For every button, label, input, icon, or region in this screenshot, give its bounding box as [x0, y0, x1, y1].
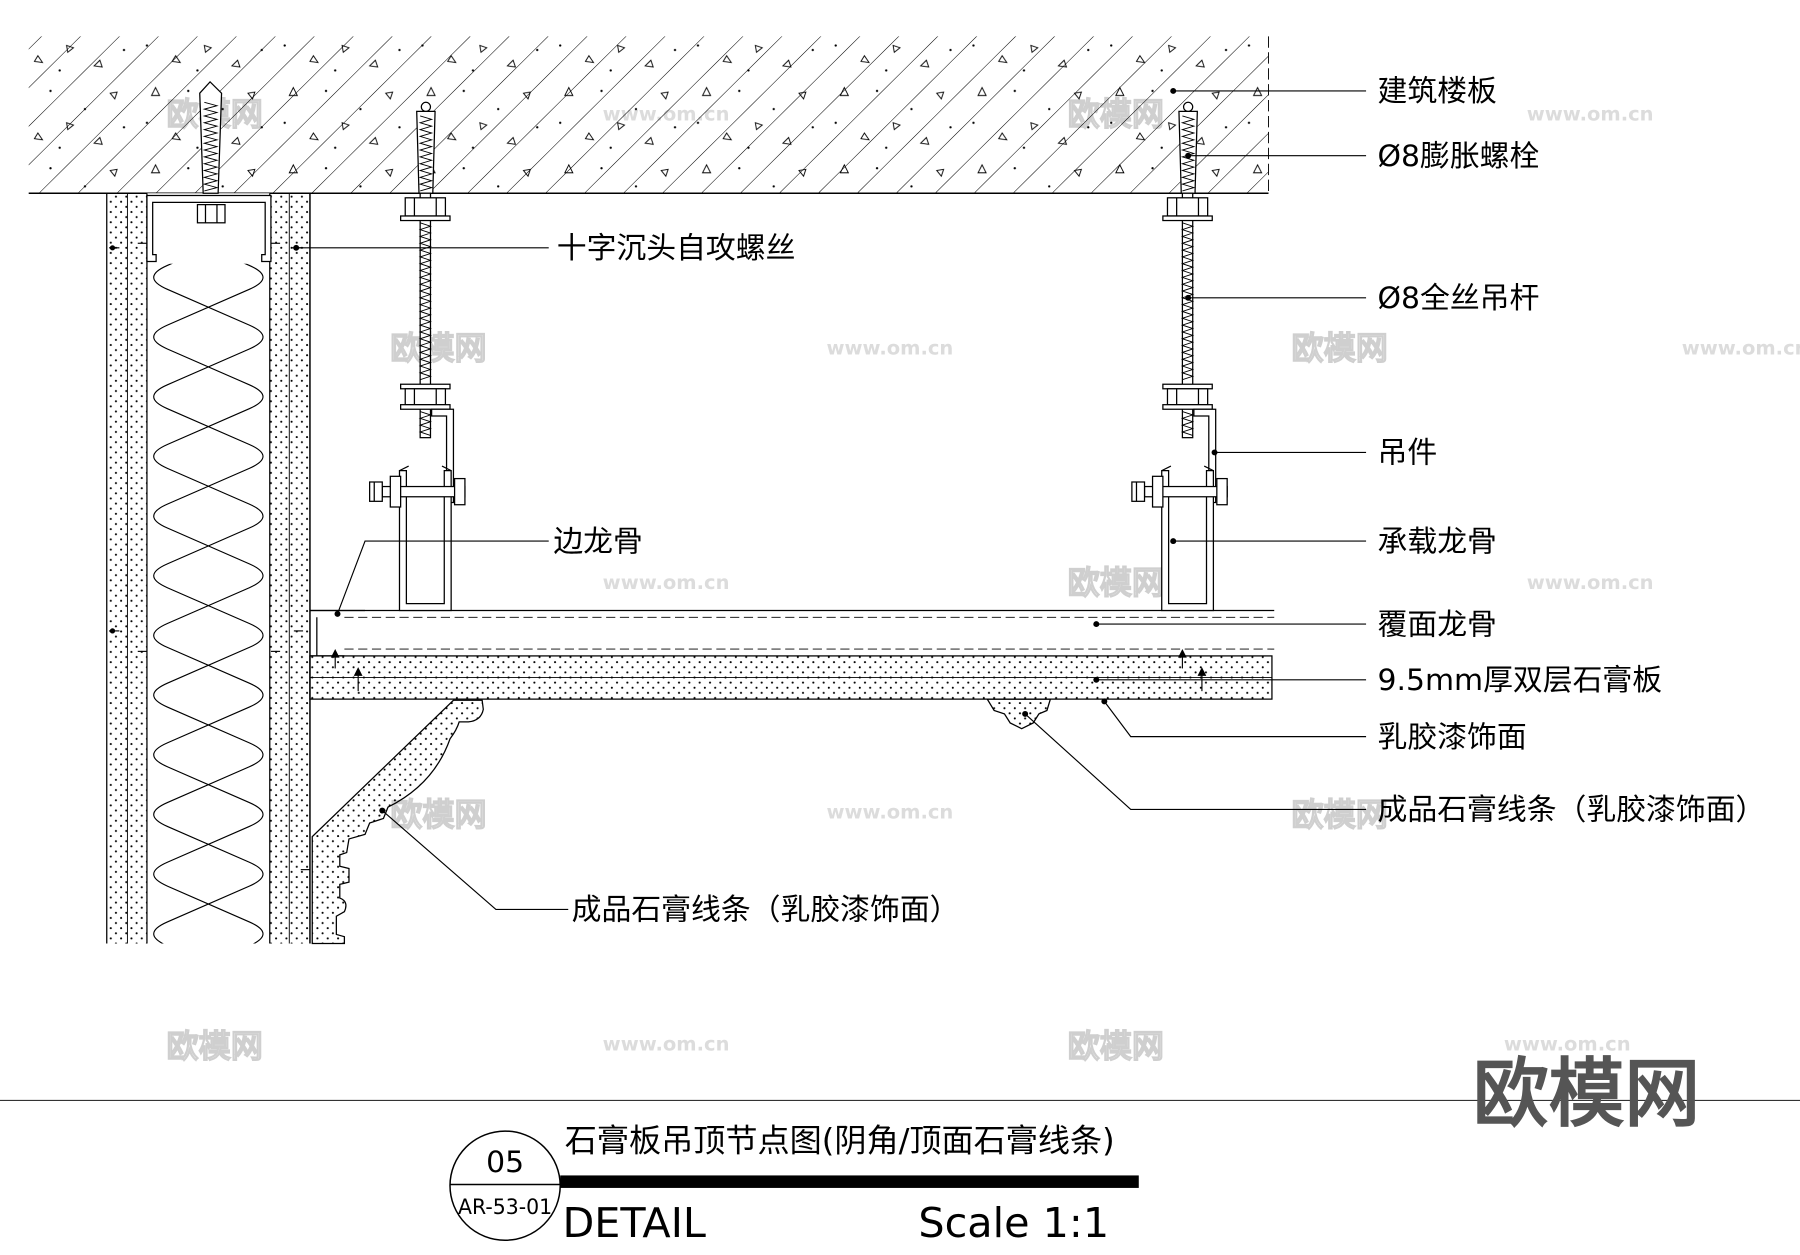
watermark-url: www.om.cn: [827, 337, 954, 360]
watermark-url: www.om.cn: [603, 1032, 730, 1055]
watermark-logo: 欧模网: [1068, 564, 1164, 602]
label-gypsum-board: 9.5mm厚双层石膏板: [1378, 663, 1663, 698]
watermark-url: www.om.cn: [1527, 571, 1654, 594]
rod-lower-nut: [400, 383, 451, 410]
board-screws: [330, 648, 1207, 692]
leader-lines: [293, 87, 1367, 910]
callout-labels: 建筑楼板 Ø8膨胀螺栓 十字沉头自攻螺丝 Ø8全丝吊杆 吊件 边龙骨 承载龙骨 …: [553, 74, 1765, 927]
label-moulding-left: 成品石膏线条（乳胶漆饰面）: [572, 893, 960, 928]
edge-keel: [309, 609, 366, 657]
leader-dots: [293, 87, 1218, 814]
watermark-url: www.om.cn: [827, 801, 954, 824]
label-latex-finish: 乳胶漆饰面: [1378, 720, 1527, 755]
label-cover-keel: 覆面龙骨: [1378, 607, 1497, 642]
watermark-logo: 欧模网: [390, 795, 486, 833]
detail-label: DETAIL: [563, 1199, 706, 1247]
label-hanger: 吊件: [1378, 436, 1438, 471]
detail-number: 05: [486, 1145, 524, 1180]
sheet-number: AR-53-01: [458, 1195, 552, 1220]
wall-board-left: [106, 193, 147, 944]
ceiling-moulding: [986, 698, 1052, 730]
label-threaded-rod: Ø8全丝吊杆: [1378, 281, 1540, 316]
site-logo: 欧模网: [1473, 1050, 1700, 1138]
expansion-bolt: [416, 101, 436, 194]
watermark-logo: 欧模网: [1068, 1027, 1164, 1065]
leader-edge-keel: [336, 540, 549, 615]
watermark-url: www.om.cn: [1504, 1032, 1631, 1055]
label-edge-keel: 边龙骨: [553, 524, 642, 559]
label-countersunk-screw: 十字沉头自攻螺丝: [557, 231, 796, 266]
watermark-logo: 欧模网: [390, 329, 486, 367]
partition-wall: [106, 80, 311, 944]
watermarks: 欧模网 欧模网 欧模网 欧模网 欧模网 欧模网 欧模网 欧模网 欧模网 欧模网 …: [166, 95, 1800, 1066]
label-main-keel: 承载龙骨: [1378, 524, 1497, 559]
hanger-assembly-left: [369, 101, 466, 612]
rod-top-nut: [400, 197, 451, 222]
label-expansion-bolt: Ø8膨胀螺栓: [1378, 139, 1540, 174]
insulation-strand: [153, 263, 264, 944]
threaded-rod: [418, 192, 432, 439]
drawing-title: 石膏板吊顶节点图(阴角/顶面石膏线条): [565, 1122, 1115, 1160]
leader-moulding-right: [1024, 713, 1367, 810]
insulation-strand: [153, 263, 264, 944]
top-track-channel: [146, 194, 272, 263]
watermark-url: www.om.cn: [603, 571, 730, 594]
wall-anchor-bolt: [196, 80, 226, 224]
watermark-url: www.om.cn: [1527, 103, 1654, 126]
ceiling-system: [309, 609, 1275, 700]
leader-moulding-left: [381, 810, 569, 910]
watermark-logo: 欧模网: [1291, 329, 1387, 367]
watermark-logo: 欧模网: [1291, 795, 1387, 833]
channel-bolt: [369, 475, 466, 508]
wall-board-right: [269, 193, 310, 944]
slab-aggregate: [28, 36, 1269, 194]
leader-latex-finish: [1103, 701, 1367, 738]
watermark-url: www.om.cn: [1682, 337, 1800, 360]
floor-slab: [28, 36, 1269, 195]
corner-crown-moulding: [311, 699, 484, 945]
title-block: 05 AR-53-01 石膏板吊顶节点图(阴角/顶面石膏线条) DETAIL S…: [0, 1099, 1800, 1247]
insulation-background: [146, 193, 270, 944]
title-underline-bar: [560, 1175, 1139, 1188]
label-floor-slab: 建筑楼板: [1378, 74, 1497, 109]
insulation: [153, 263, 264, 944]
main-keel-channel: [398, 465, 452, 612]
label-moulding-right: 成品石膏线条（乳胶漆饰面）: [1378, 793, 1766, 828]
scale-label: Scale 1:1: [918, 1199, 1109, 1247]
watermark-logo: 欧模网: [166, 1027, 262, 1065]
